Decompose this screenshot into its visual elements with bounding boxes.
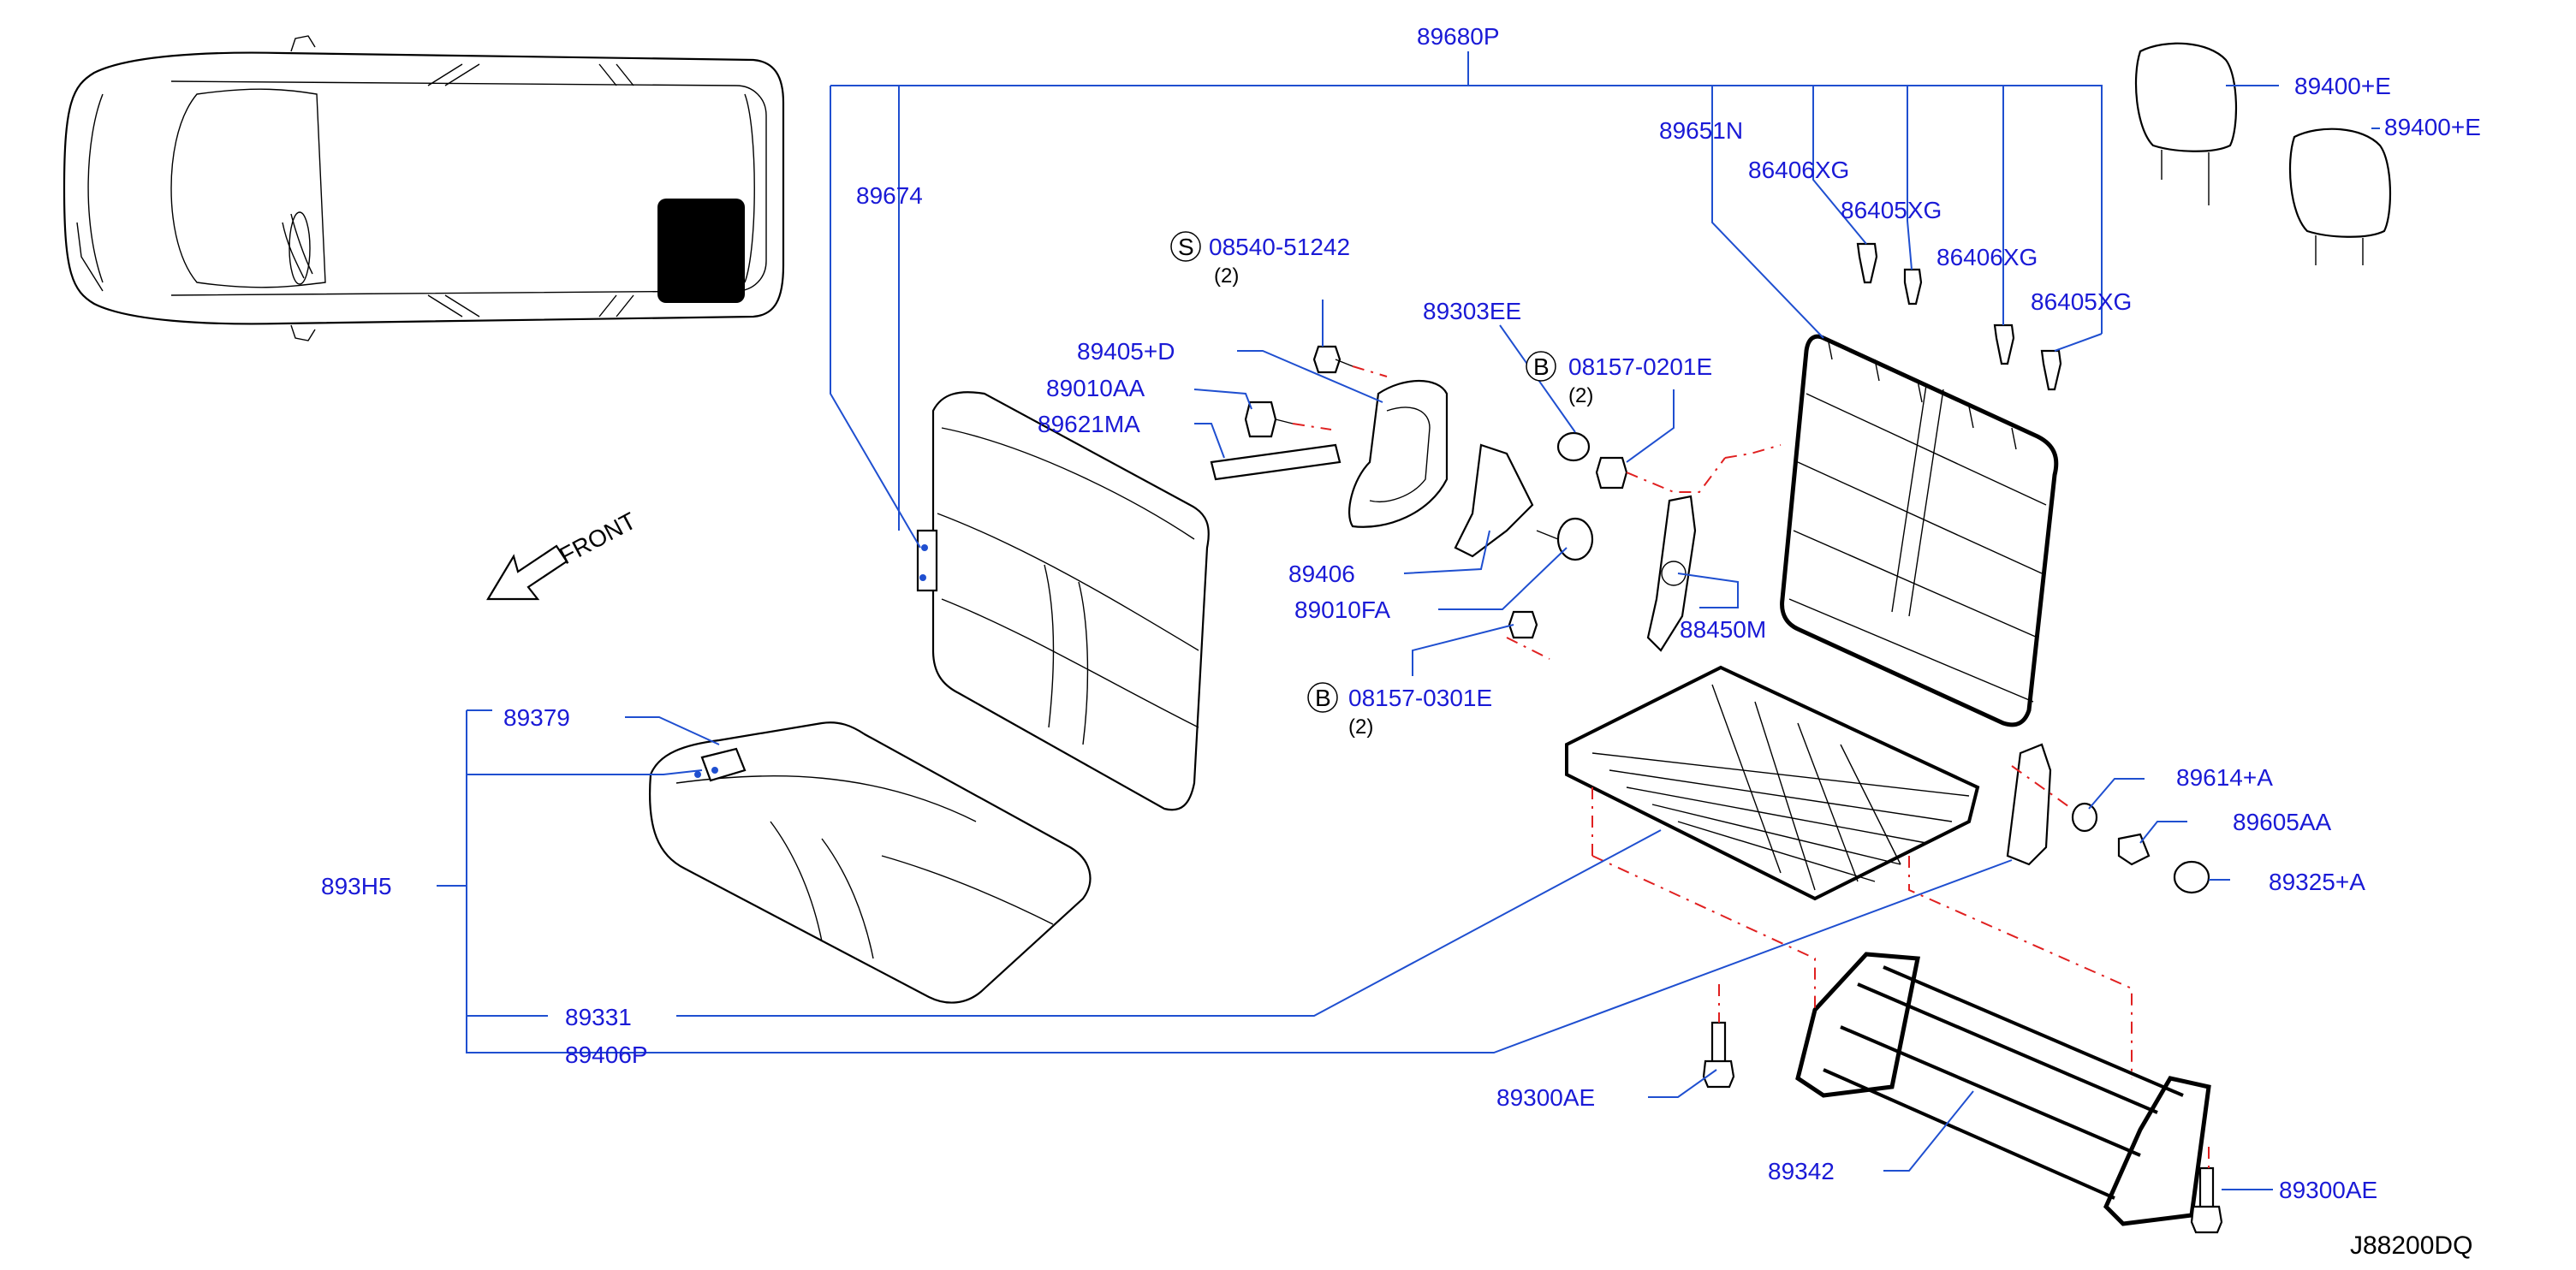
hinge-88450M xyxy=(1646,495,1697,652)
clips xyxy=(1856,242,2062,391)
label-89406: 89406 xyxy=(1288,561,1355,587)
circle-S-marker: S xyxy=(1170,231,1201,262)
side-bracket-89406P xyxy=(2006,743,2052,866)
front-label: FRONT xyxy=(555,507,640,570)
hardware-parts xyxy=(1210,345,1697,652)
small-right-parts xyxy=(2071,802,2210,894)
label-89680P: 89680P xyxy=(1417,23,1500,50)
label-08157-0201E-qty: (2) xyxy=(1568,384,1593,407)
label-893H5: 893H5 xyxy=(321,873,392,899)
label-86405XG-1: 86405XG xyxy=(1841,197,1942,223)
label-89621MA: 89621MA xyxy=(1038,411,1140,437)
alignment-lines xyxy=(1292,365,2210,1168)
leader-lines xyxy=(437,51,2380,1190)
bolt-08157-0301E xyxy=(1508,610,1538,639)
headrest-1 xyxy=(2134,42,2238,205)
label-89674: 89674 xyxy=(856,182,923,209)
bolt-89010AA xyxy=(1244,401,1277,438)
vehicle-top-view xyxy=(62,35,785,341)
front-direction-arrow: FRONT xyxy=(486,507,640,601)
seat-cushion-assembly xyxy=(649,721,1092,1004)
label-86406XG-2: 86406XG xyxy=(1936,244,2038,270)
label-89651N: 89651N xyxy=(1659,117,1743,144)
svg-text:B: B xyxy=(1315,685,1331,711)
headrest-2 xyxy=(2288,128,2392,265)
label-89303EE: 89303EE xyxy=(1423,298,1521,324)
label-89300AE-2: 89300AE xyxy=(2279,1177,2377,1203)
label-89405D: 89405+D xyxy=(1077,338,1175,365)
pin-89010FA xyxy=(1556,517,1594,561)
label-08540-51242: 08540-51242 xyxy=(1209,234,1350,260)
cushion-frame-89331 xyxy=(1565,665,1980,901)
bolt-89300AE-1 xyxy=(1702,1021,1735,1089)
svg-text:B: B xyxy=(1533,353,1550,380)
label-89010AA: 89010AA xyxy=(1046,375,1145,401)
belt-guide-89674 xyxy=(916,529,938,592)
label-89300AE-1: 89300AE xyxy=(1496,1084,1595,1111)
svg-text:S: S xyxy=(1178,234,1194,260)
label-89342: 89342 xyxy=(1768,1158,1835,1184)
label-08157-0301E-qty: (2) xyxy=(1348,715,1373,739)
circle-B-marker-1: B xyxy=(1526,351,1556,382)
label-08540-qty: (2) xyxy=(1214,264,1239,288)
label-89400E-2: 89400+E xyxy=(2384,114,2481,140)
label-89400E-1: 89400+E xyxy=(2294,73,2391,99)
label-89379: 89379 xyxy=(503,704,570,731)
label-88450M: 88450M xyxy=(1680,616,1766,643)
circle-B-marker-2: B xyxy=(1307,682,1338,713)
seatback-frame-89651N xyxy=(1780,334,2059,727)
bolt-89300AE-2 xyxy=(2190,1166,2223,1234)
cap-89325A xyxy=(2173,860,2210,894)
base-frame-89342 xyxy=(1795,952,2211,1226)
label-08157-0301E: 08157-0301E xyxy=(1348,685,1492,711)
cap-89303EE xyxy=(1556,431,1591,462)
nut-89614A xyxy=(2071,802,2098,833)
label-89406P: 89406P xyxy=(565,1042,648,1068)
bolt-08157-0201E xyxy=(1595,456,1628,490)
label-89614A: 89614+A xyxy=(2176,764,2273,791)
bolt-08540 xyxy=(1312,345,1342,374)
label-08157-0201E: 08157-0201E xyxy=(1568,353,1712,380)
seat-back-assembly xyxy=(916,391,1210,811)
label-86406XG-1: 86406XG xyxy=(1748,157,1849,183)
seat-location-marker xyxy=(657,199,745,303)
part-labels: 89680P 89674 89651N 86406XG 86405XG 8640… xyxy=(321,23,2481,1260)
bracket-89406 xyxy=(1454,443,1534,558)
diagram-code: J88200DQ xyxy=(2350,1231,2472,1260)
label-89605AA: 89605AA xyxy=(2233,809,2332,835)
strip-89621MA xyxy=(1210,443,1342,481)
label-86405XG-2: 86405XG xyxy=(2031,288,2132,315)
cover-89405D xyxy=(1348,379,1449,528)
label-89325A: 89325+A xyxy=(2269,869,2365,895)
label-89331: 89331 xyxy=(565,1004,632,1030)
label-89010FA: 89010FA xyxy=(1294,596,1390,623)
